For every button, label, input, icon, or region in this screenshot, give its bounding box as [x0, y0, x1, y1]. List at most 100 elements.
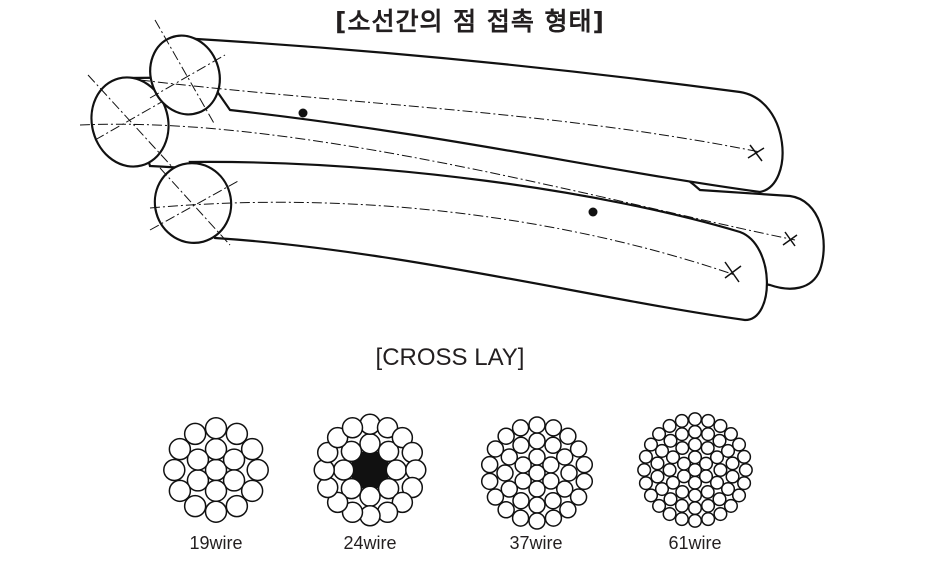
- wire: [643, 488, 659, 503]
- wire: [385, 459, 408, 481]
- wire: [643, 437, 659, 452]
- wire: [528, 416, 546, 434]
- wire: [687, 424, 703, 439]
- wire: [186, 448, 210, 471]
- wire: [401, 441, 424, 464]
- wire: [687, 513, 703, 528]
- wire: [700, 427, 716, 442]
- wire: [687, 488, 703, 503]
- wire: [486, 440, 505, 458]
- wire: [359, 432, 381, 455]
- cross-section-19wire: [163, 417, 269, 523]
- wire: [737, 449, 752, 464]
- wire: [326, 491, 349, 514]
- wire: [544, 509, 563, 527]
- wire: [652, 498, 667, 513]
- wire: [544, 491, 562, 510]
- wire: [313, 459, 335, 481]
- wire: [723, 427, 738, 442]
- wire: [341, 501, 364, 524]
- wire: [332, 459, 355, 481]
- wire: [738, 462, 753, 478]
- wire: [712, 433, 727, 448]
- wire: [674, 512, 689, 527]
- wire: [359, 485, 381, 508]
- wire: [376, 501, 399, 524]
- wire: [709, 450, 725, 465]
- wire: [240, 437, 264, 461]
- wire: [700, 484, 715, 500]
- wire: [637, 462, 652, 478]
- wire: [709, 475, 725, 490]
- wire: [511, 509, 530, 527]
- wire: [560, 464, 578, 482]
- wire: [512, 436, 530, 455]
- wire: [497, 501, 515, 519]
- wire: [544, 436, 562, 455]
- wire: [496, 464, 514, 482]
- wire: [405, 459, 427, 481]
- wire: [713, 462, 728, 478]
- wire: [168, 479, 192, 503]
- wire: [674, 498, 690, 513]
- wire: [486, 488, 505, 506]
- wire: [665, 450, 681, 465]
- wire: [654, 482, 670, 497]
- wire: [662, 418, 677, 434]
- wire: [687, 437, 703, 452]
- wire-label-61: 61wire: [668, 533, 722, 553]
- strand-bottom: [149, 160, 768, 322]
- wire: [638, 476, 653, 491]
- wire: [240, 479, 264, 503]
- wire: [542, 472, 560, 490]
- wire: [500, 448, 519, 466]
- wire: [662, 462, 677, 478]
- wire: [687, 501, 703, 516]
- wire: [500, 480, 519, 498]
- wire: [676, 456, 692, 471]
- wire: [183, 494, 207, 518]
- wire: [497, 427, 515, 445]
- wire-label-37: 37wire: [509, 533, 563, 553]
- wire: [359, 505, 381, 527]
- wire: [391, 426, 414, 449]
- wire: [650, 469, 665, 484]
- contact-point: [298, 108, 308, 118]
- wire: [376, 416, 399, 439]
- wire: [720, 482, 736, 497]
- contact-point: [588, 207, 598, 217]
- wire: [204, 500, 228, 523]
- wire: [698, 469, 714, 484]
- wire: [316, 441, 339, 464]
- wire-label-19: 19wire: [189, 533, 243, 553]
- wire: [650, 456, 665, 471]
- cross-section-24wire: [313, 413, 427, 527]
- strand-top: [139, 19, 784, 194]
- wire: [663, 433, 678, 448]
- wire: [569, 488, 588, 506]
- wire: [575, 472, 594, 491]
- wire: [674, 413, 689, 428]
- wire: [700, 498, 716, 513]
- wire: [575, 455, 594, 474]
- wire: [665, 475, 681, 490]
- wire: [377, 477, 400, 500]
- wire: [555, 480, 574, 498]
- wire: [163, 458, 186, 482]
- wire: [225, 422, 249, 446]
- wire: [555, 448, 574, 466]
- wire: [168, 437, 192, 461]
- wire: [514, 456, 532, 474]
- wire: [731, 488, 747, 503]
- wire: [391, 491, 414, 514]
- wire: [638, 449, 653, 464]
- wire: [316, 476, 339, 499]
- wire: [401, 476, 424, 499]
- wire: [725, 469, 740, 484]
- wire: [663, 492, 678, 507]
- wire: [713, 506, 728, 522]
- wire: [512, 491, 530, 510]
- wire: [480, 455, 499, 474]
- wire: [674, 427, 690, 442]
